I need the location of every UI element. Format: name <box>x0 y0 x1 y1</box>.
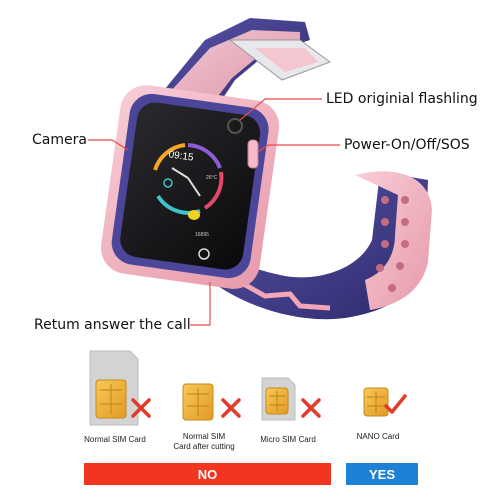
callout-camera: Camera <box>32 132 87 148</box>
cross-icon <box>131 398 151 418</box>
cross-icon <box>301 398 321 418</box>
caption-line: NANO Card <box>356 432 400 441</box>
no-bar: NO <box>84 463 331 485</box>
sim-caption-cut: Normal SIM Card after cutting <box>166 432 242 452</box>
watch-temp: 26°C <box>206 175 218 181</box>
sim-card-comparison: Normal SIM Card Normal SIM Card after cu… <box>0 348 500 458</box>
normal-sim-card <box>89 350 151 426</box>
caption-line: Card after cutting <box>173 442 235 451</box>
callout-led: LED originial flashling <box>326 91 478 107</box>
watch-body <box>100 85 280 289</box>
camera-lens <box>227 118 243 134</box>
cut-sim-card <box>182 383 241 421</box>
home-button <box>198 248 210 260</box>
callout-return-call: Retum answer the call <box>34 317 191 333</box>
power-button <box>247 139 259 169</box>
sim-caption-normal: Normal SIM Card <box>76 435 154 445</box>
sim-caption-micro: Micro SIM Card <box>250 435 326 445</box>
sim-caption-nano: NANO Card <box>345 432 411 442</box>
caption-line: Normal SIM <box>182 432 226 441</box>
yes-bar: YES <box>346 463 418 485</box>
check-icon <box>384 394 407 414</box>
yes-label: YES <box>368 466 395 482</box>
sim-cards-graphic <box>89 350 407 426</box>
callout-power: Power-On/Off/SOS <box>344 137 470 153</box>
caption-line: Micro SIM Card <box>260 435 316 444</box>
cross-icon <box>221 398 241 418</box>
watch-face <box>153 143 224 220</box>
caption-line: Normal SIM Card <box>84 435 146 444</box>
micro-sim-card <box>261 377 321 421</box>
callout-lines <box>88 98 340 326</box>
nano-sim-card <box>363 387 407 417</box>
bottom-strap <box>200 171 432 320</box>
no-label: NO <box>197 466 218 482</box>
watch-time: 09:15 <box>168 149 195 163</box>
watch-steps: 16895 <box>195 232 209 238</box>
top-strap <box>160 18 332 110</box>
